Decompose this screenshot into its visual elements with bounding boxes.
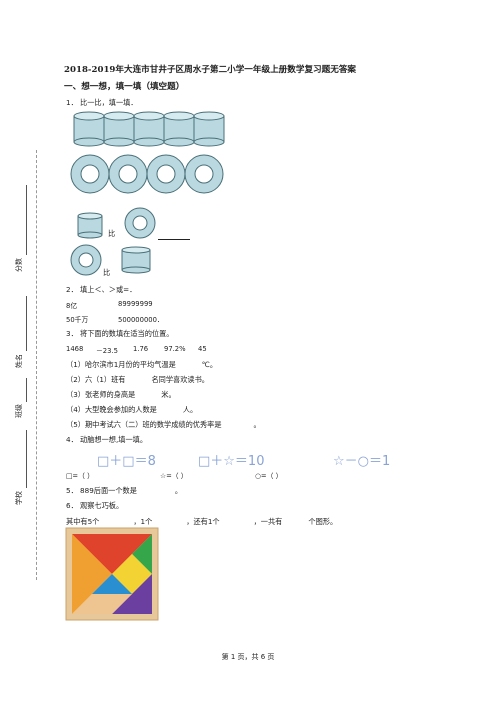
q4-equation-3: ☆－○＝1 [333, 454, 391, 469]
name-blank [26, 296, 27, 351]
q3-item-1: （1）哈尔滨市1月份的平均气温是℃。 [66, 360, 218, 369]
q4-answer-star[interactable]: ☆=（ ） [160, 472, 188, 480]
q3-number: 1468 [66, 345, 84, 353]
q6-sentence: 其中有5个，1个，还有1个，一共有个图形。 [66, 517, 338, 526]
q3-item-2: （2）六（1）班有名同学喜欢读书。 [66, 375, 209, 384]
q4-label: 4． 动脑想一想,填一填。 [66, 435, 148, 444]
page-title: 2018-2019年大连市甘井子区周水子第二小学一年级上册数学复习题无答案 [64, 65, 357, 75]
q2-label: 2． 填上＜、＞或=． [66, 285, 137, 294]
compare-ring-1 [124, 207, 156, 239]
q3-number: 1.76 [133, 345, 149, 353]
cylinders-row [73, 111, 225, 147]
q3-number: －23.5 [96, 347, 118, 355]
tangram-image [65, 527, 159, 621]
q2-row2-left: 50千万 [66, 316, 89, 324]
sidebar-name-label: 姓名 [15, 354, 23, 368]
q3-item-3: （3）张老师的身高是米。 [66, 390, 176, 399]
compare-ring-2 [70, 244, 102, 276]
school-blank [26, 430, 27, 488]
q4-equation-2: □＋☆＝10 [198, 454, 265, 469]
q6-label: 6． 观察七巧板。 [66, 501, 124, 510]
q4-answer-square[interactable]: □=（ ） [66, 472, 94, 480]
q3-item-4: （4）大型晚会参加的人数是人。 [66, 405, 198, 414]
score-blank [26, 185, 27, 255]
binding-line [36, 150, 37, 580]
sidebar-school-label: 学校 [15, 491, 23, 505]
q2-row2-right: 500000000． [118, 316, 164, 324]
sidebar-class-label: 班级 [15, 404, 23, 418]
class-blank [26, 378, 27, 402]
compare-cylinder-1 [77, 212, 103, 239]
q3-number: 45 [198, 345, 207, 353]
q3-label: 3． 将下面的数填在适当的位置。 [66, 329, 174, 338]
q3-item-5: （5）期中考试六（二）班的数学成绩的优秀率是。 [66, 420, 261, 429]
q2-row1-right: 89999999 [118, 300, 153, 308]
q2-row1-left: 8亿 [66, 302, 78, 310]
rings-row [70, 154, 224, 194]
sidebar-score-label: 分数 [15, 258, 23, 272]
compare1-blank[interactable] [158, 239, 190, 240]
section-heading: 一、想一想，填一填（填空题） [64, 82, 185, 92]
q4-answer-circle[interactable]: ○=（ ） [255, 472, 283, 480]
compare-cylinder-2 [121, 246, 151, 274]
q4-equation-1: □＋□＝8 [97, 454, 156, 469]
q5-label: 5． 889后面一个数是。 [66, 486, 183, 495]
page-footer: 第 1 页，共 6 页 [221, 653, 275, 661]
q1-label: 1． 比一比，填一填． [66, 98, 138, 107]
compare2-text: 比 [103, 268, 111, 277]
q3-number: 97.2% [164, 345, 186, 353]
compare1-text: 比 [108, 229, 116, 238]
